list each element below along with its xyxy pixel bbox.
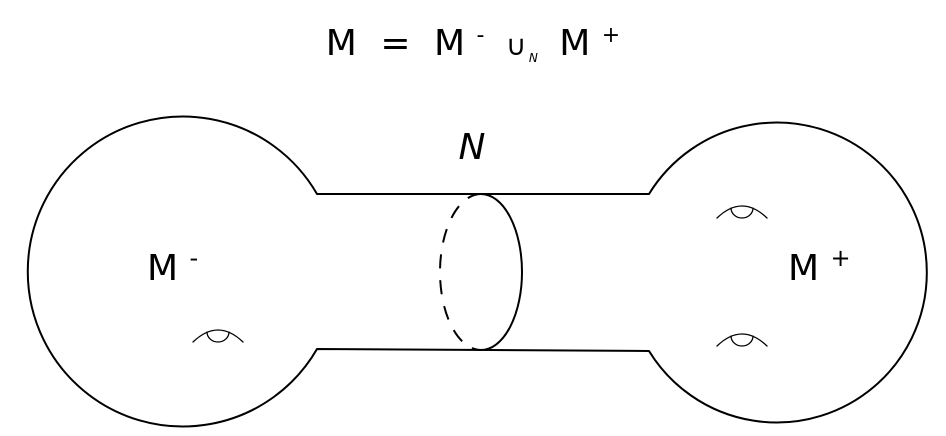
equation-right-base: M (559, 23, 590, 64)
cross-section-back-arc (439, 193, 482, 351)
cross-section-front-arc (480, 193, 523, 351)
manifold-outline (26, 115, 928, 428)
right-region-sup: + (831, 244, 851, 272)
union-symbol: ∪ (506, 29, 527, 62)
union-subscript: N (529, 51, 538, 65)
equation-left-sup: - (476, 23, 484, 48)
right-region-base: M (788, 248, 819, 289)
equation-title: M = M - ∪ N M + (326, 10, 620, 71)
left-region-base: M (147, 248, 178, 289)
equation-left-base: M (434, 23, 465, 64)
left-region-sup: - (190, 244, 199, 272)
left-region-label: M - (147, 244, 198, 289)
handle-icon-right-top (716, 205, 768, 219)
right-region-label: M + (788, 244, 851, 289)
handle-icon-left (192, 329, 244, 343)
equation-right-sup: + (602, 23, 620, 48)
handle-icon-right-bottom (716, 333, 768, 347)
equation-lhs: M (326, 23, 357, 64)
equation-equals: = (380, 23, 410, 64)
neck-label: N (459, 127, 486, 168)
